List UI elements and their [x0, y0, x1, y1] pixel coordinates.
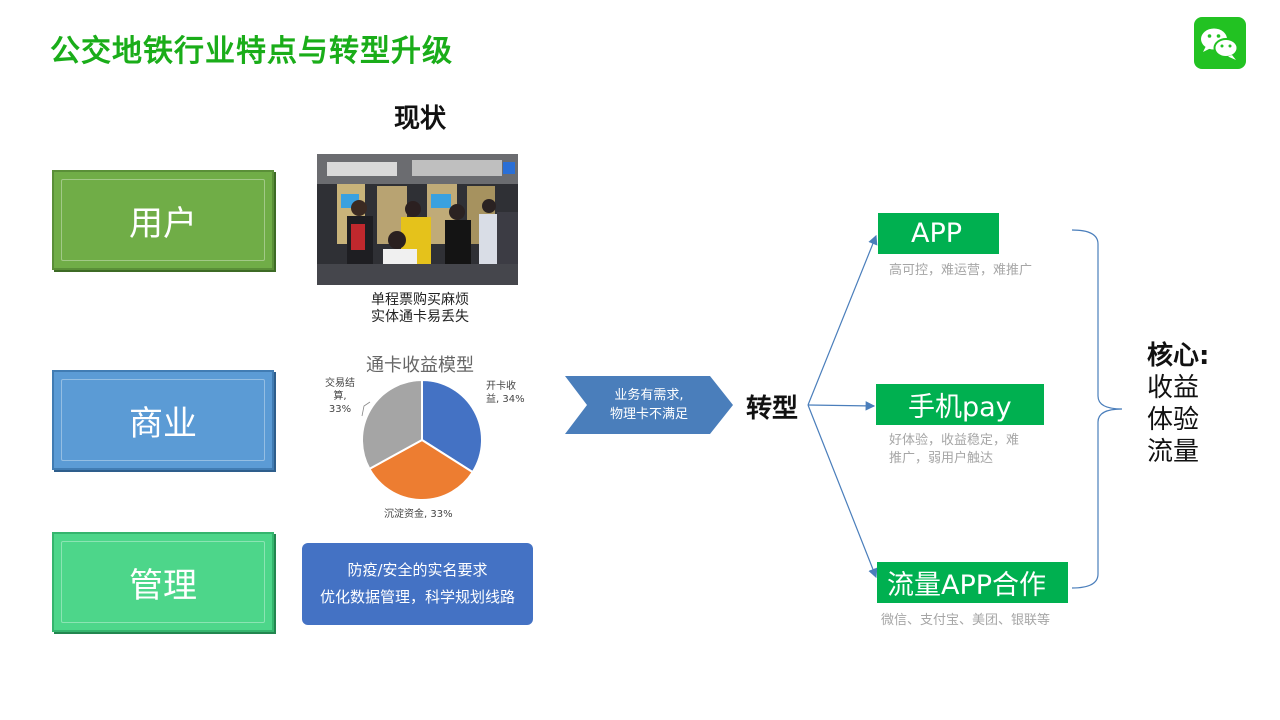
core-summary: 核心: 收益 体验 流量: [1147, 340, 1209, 468]
pie-chart-title: 通卡收益模型: [366, 355, 474, 376]
requirements-box: 防疫/安全的实名要求 优化数据管理，科学规划线路: [302, 543, 533, 625]
pie-leader-line-left: [361, 401, 371, 417]
ticket-machine-photo: [317, 154, 518, 285]
arrow-note-line2: 物理卡不满足: [609, 407, 688, 422]
option-partner-app-box: 流量APP合作: [877, 562, 1068, 603]
arrow-note-line1: 业务有需求,: [614, 388, 684, 403]
photo-caption-line1: 单程票购买麻烦: [371, 292, 469, 308]
arrow-to-mobile-pay: [807, 401, 876, 411]
pie-label-card-revenue: 开卡收 益, 34%: [486, 380, 525, 406]
wechat-icon: [1194, 17, 1246, 69]
pie-label-settlement-line2: 算,: [333, 391, 347, 402]
option-mobile-pay-desc-line1: 好体验，收益稳定，难: [889, 433, 1020, 448]
transform-label: 转型: [746, 394, 799, 424]
photo-caption: 单程票购买麻烦 实体通卡易丢失: [320, 292, 520, 326]
option-mobile-pay-box: 手机pay: [876, 384, 1044, 425]
category-user-box: 用户: [52, 170, 274, 270]
pie-label-card-revenue-line2: 益, 34%: [486, 394, 525, 405]
photo-caption-line2: 实体通卡易丢失: [371, 309, 469, 325]
option-app-box: APP: [878, 213, 999, 254]
category-management-box: 管理: [52, 532, 274, 632]
category-business-label: 商业: [129, 403, 197, 444]
option-app-desc: 高可控，难运营，难推广: [889, 263, 1033, 278]
category-business-box: 商业: [52, 370, 274, 470]
core-item-revenue: 收益: [1147, 373, 1200, 403]
category-management-label: 管理: [129, 565, 197, 606]
page-title: 公交地铁行业特点与转型升级: [50, 34, 453, 69]
option-partner-app-desc: 微信、支付宝、美团、银联等: [881, 613, 1051, 628]
requirements-line1: 防疫/安全的实名要求: [347, 561, 488, 579]
pie-slice-settlement: [361, 378, 423, 471]
pie-label-deposit: 沉淀资金, 33%: [384, 509, 453, 520]
chevron-arrow-shape: [565, 376, 733, 434]
requirements-line2: 优化数据管理，科学规划线路: [319, 588, 515, 606]
pie-label-settlement-line3: 33%: [328, 404, 352, 415]
pie-label-settlement-line1: 交易结: [325, 378, 355, 389]
arrow-to-partner-app: [807, 404, 878, 579]
arrow-to-app: [807, 234, 878, 406]
pie-chart: [361, 378, 483, 501]
pie-label-settlement: 交易结 算, 33%: [320, 377, 360, 416]
option-mobile-pay-desc: 好体验，收益稳定，难 推广，弱用户触达: [889, 432, 1019, 468]
pie-label-card-revenue-line1: 开卡收: [486, 381, 516, 392]
core-item-traffic: 流量: [1147, 437, 1200, 467]
core-item-experience: 体验: [1147, 405, 1200, 435]
category-user-label: 用户: [129, 203, 197, 244]
option-mobile-pay-desc-line2: 推广，弱用户触达: [889, 451, 994, 466]
core-heading: 核心:: [1147, 341, 1210, 371]
right-brace: [1071, 229, 1123, 589]
chevron-arrow-note: 业务有需求, 物理卡不满足: [587, 386, 711, 424]
status-heading: 现状: [393, 104, 446, 134]
